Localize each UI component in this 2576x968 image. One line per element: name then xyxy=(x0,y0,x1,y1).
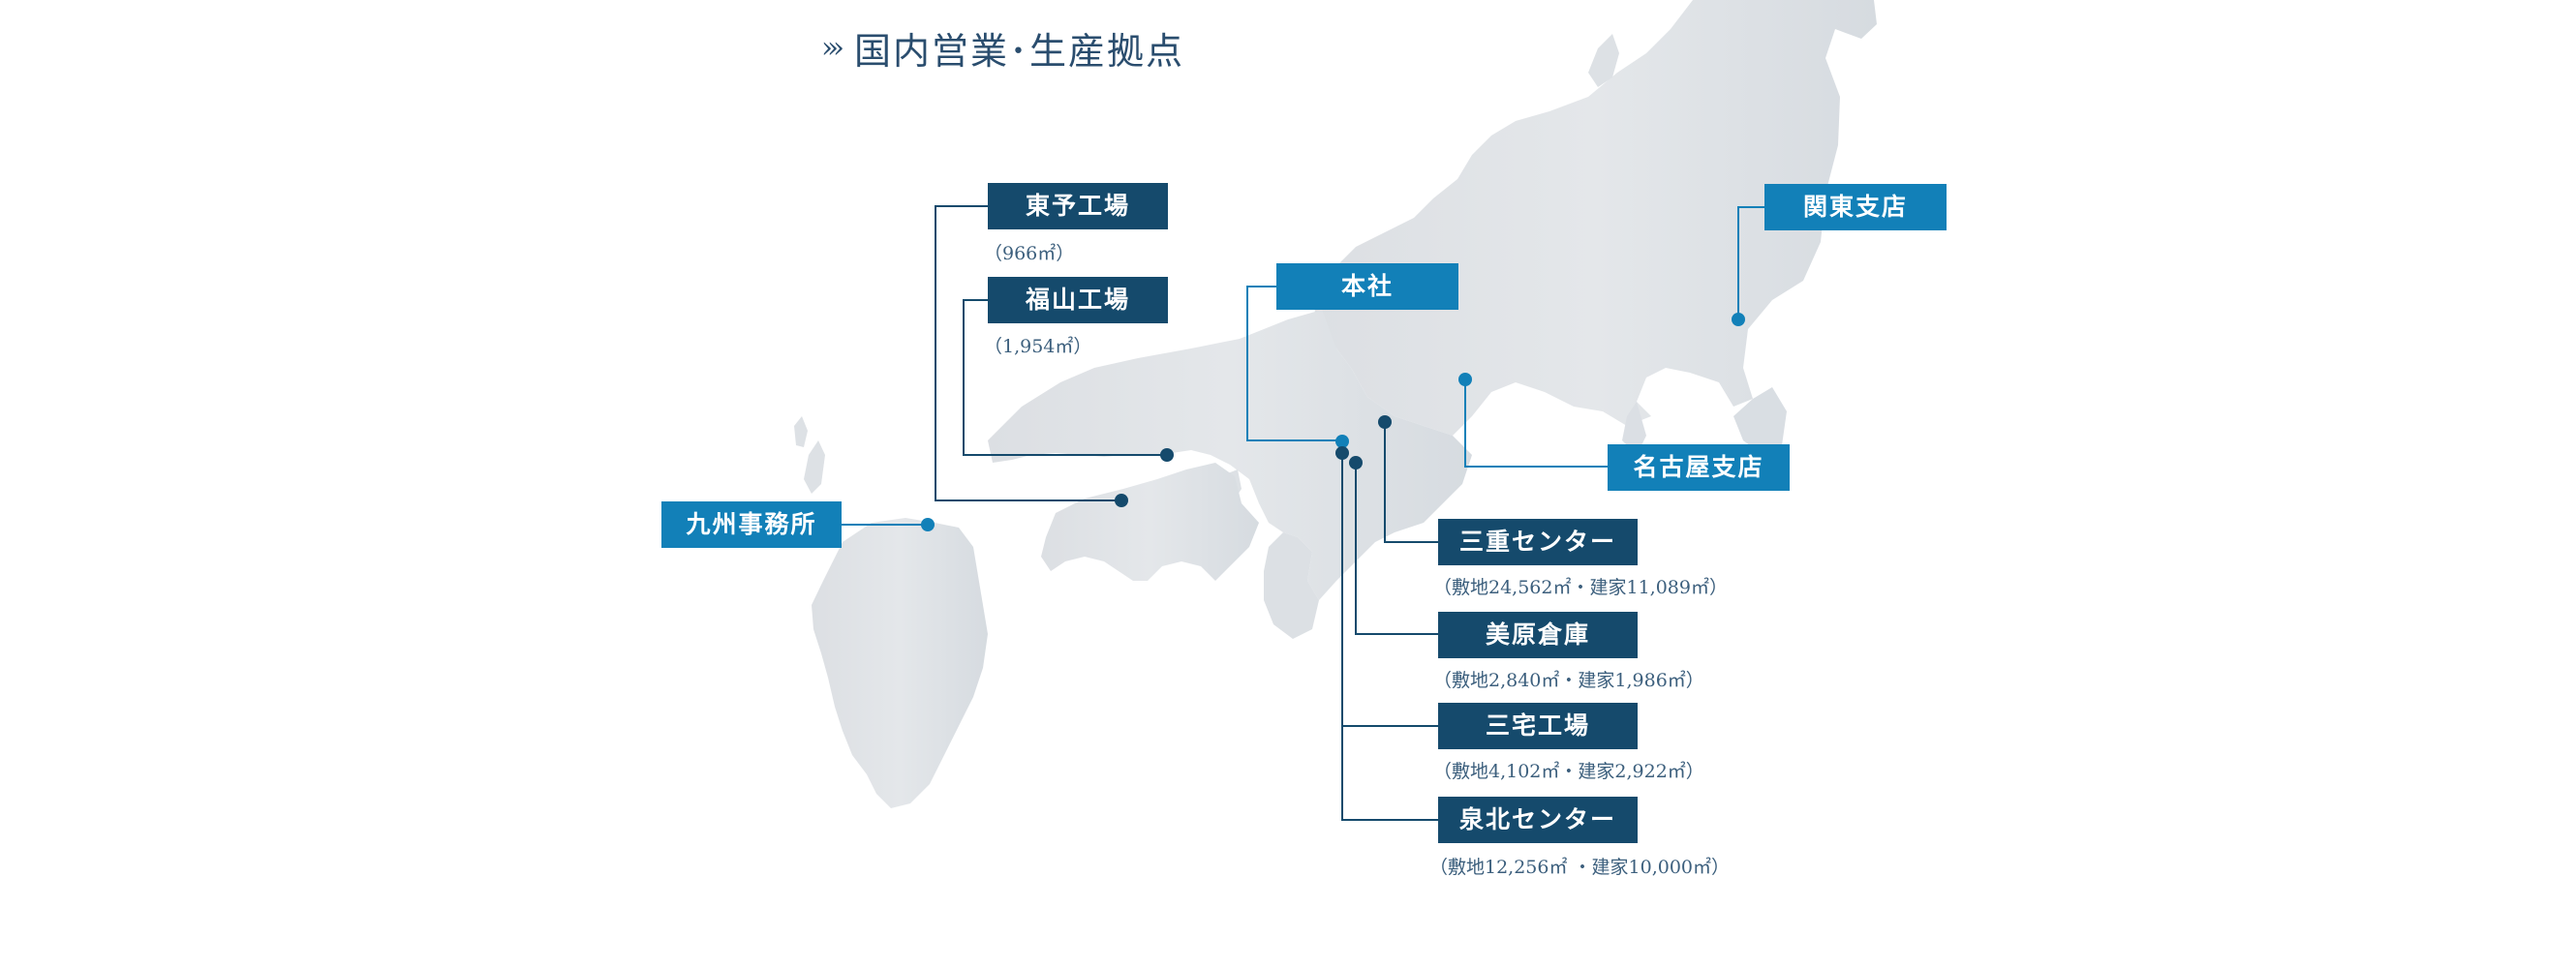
leader-lines xyxy=(842,205,1764,821)
label-honsha[interactable]: 本社 xyxy=(1276,263,1458,310)
land-izu xyxy=(1622,402,1646,455)
location-dots xyxy=(921,313,1745,531)
area-miyake: （敷地4,102㎡・建家2,922㎡） xyxy=(1433,761,1704,782)
dot-nagoya[interactable] xyxy=(1458,373,1472,386)
leader-toyo xyxy=(935,205,1121,501)
area-mihara: （敷地2,840㎡・建家1,986㎡） xyxy=(1433,670,1704,691)
land-kyushu xyxy=(812,518,988,808)
label-mie[interactable]: 三重センター xyxy=(1438,519,1638,565)
land-north-honshu xyxy=(1312,0,1877,436)
land-west-honshu xyxy=(988,310,1472,600)
label-fukuyama[interactable]: 福山工場 xyxy=(988,277,1168,323)
leader-fukuyama xyxy=(963,299,1167,456)
dot-honsha[interactable] xyxy=(1335,435,1349,448)
label-nagoya[interactable]: 名古屋支店 xyxy=(1608,444,1790,491)
section-heading: ››› 国内営業･生産拠点 xyxy=(821,21,1184,75)
label-kyushu[interactable]: 九州事務所 xyxy=(661,501,842,548)
area-mie: （敷地24,562㎡・建家11,089㎡） xyxy=(1433,577,1728,598)
label-miyake[interactable]: 三宅工場 xyxy=(1438,703,1638,749)
dot-fukuyama[interactable] xyxy=(1160,448,1174,462)
land-kii xyxy=(1264,532,1319,639)
label-toyo[interactable]: 東予工場 xyxy=(988,183,1168,229)
leader-honsha xyxy=(1246,286,1341,441)
leader-mie xyxy=(1384,424,1438,543)
land-sado xyxy=(1588,34,1619,87)
area-toyo: （966㎡） xyxy=(984,243,1075,264)
label-senboku[interactable]: 泉北センター xyxy=(1438,797,1638,843)
dot-mie[interactable] xyxy=(1378,415,1392,429)
dot-kyushu[interactable] xyxy=(921,518,935,531)
dot-toyo[interactable] xyxy=(1115,494,1128,507)
dot-miyake[interactable] xyxy=(1335,446,1349,460)
leader-miyake-senboku xyxy=(1341,453,1438,821)
section-title: 国内営業･生産拠点 xyxy=(854,30,1185,73)
dot-mihara[interactable] xyxy=(1349,456,1363,469)
land-shikoku xyxy=(1041,463,1259,581)
label-mihara[interactable]: 美原倉庫 xyxy=(1438,612,1638,658)
area-fukuyama: （1,954㎡） xyxy=(984,336,1092,357)
leader-mihara xyxy=(1355,463,1438,635)
land-nagasaki-islands xyxy=(804,440,825,494)
dot-kanto[interactable] xyxy=(1732,313,1745,326)
area-senboku: （敷地12,256㎡ ・建家10,000㎡） xyxy=(1429,857,1731,878)
label-kanto[interactable]: 関東支店 xyxy=(1764,184,1947,230)
leader-kanto xyxy=(1737,206,1764,319)
land-kanto xyxy=(1733,387,1787,455)
leader-nagoya xyxy=(1464,381,1608,468)
chevrons-icon: ››› xyxy=(821,31,844,65)
land-tsushima xyxy=(794,416,808,447)
